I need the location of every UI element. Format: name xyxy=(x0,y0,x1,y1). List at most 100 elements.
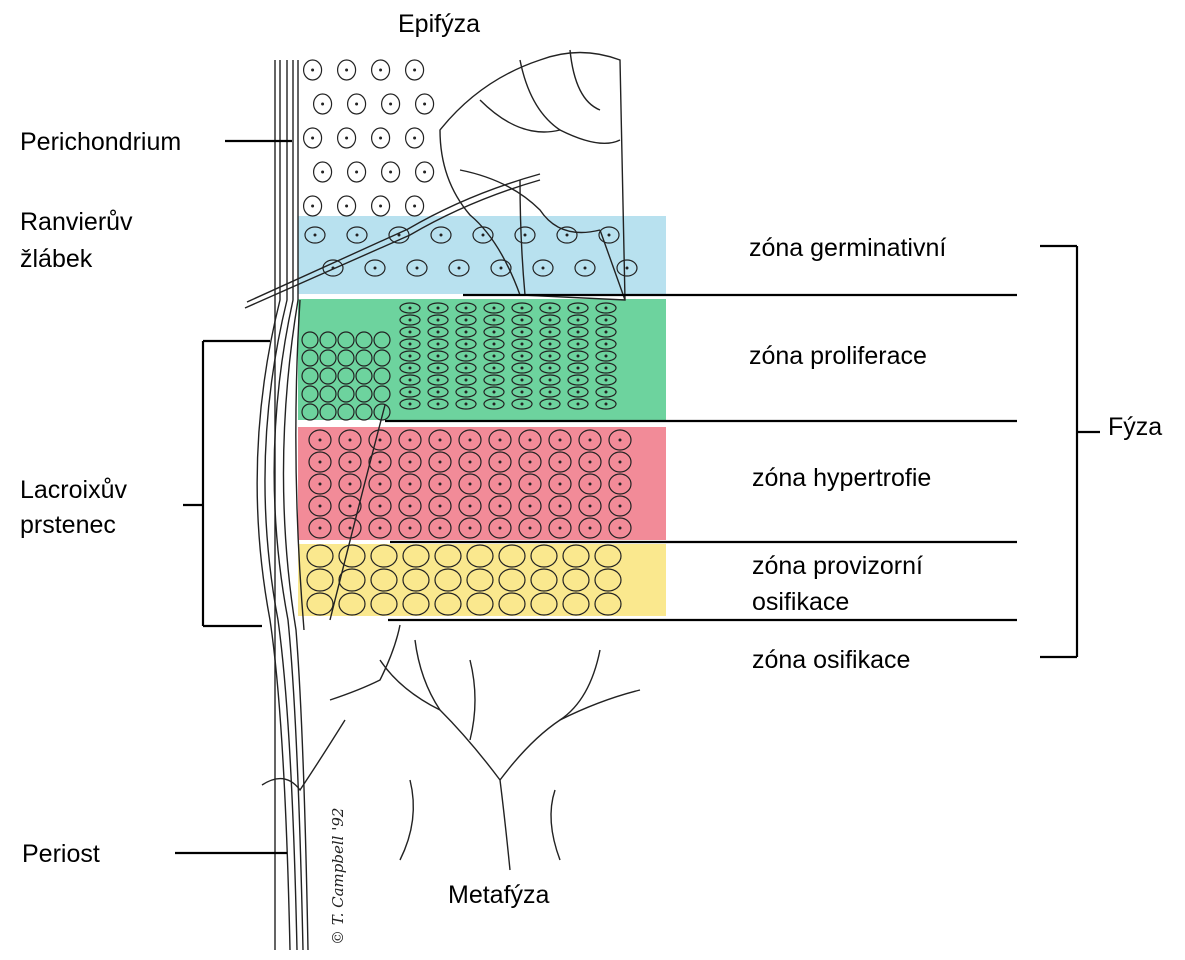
cell-nucleus xyxy=(521,379,524,382)
cell-nucleus xyxy=(521,367,524,370)
cell-nucleus xyxy=(499,483,502,486)
cell-nucleus xyxy=(559,439,562,442)
cell-nucleus xyxy=(311,205,314,208)
cell-nucleus xyxy=(589,483,592,486)
cell-nucleus xyxy=(409,505,412,508)
perichondrium-label: Perichondrium xyxy=(20,128,181,156)
cell-nucleus xyxy=(465,403,468,406)
cell-nucleus xyxy=(409,307,412,310)
zone-label-ossification: zóna osifikace xyxy=(752,646,910,674)
cell-nucleus xyxy=(409,343,412,346)
cell-nucleus xyxy=(521,343,524,346)
cell-nucleus xyxy=(493,367,496,370)
cell-nucleus xyxy=(619,483,622,486)
cell-nucleus xyxy=(529,505,532,508)
cell-nucleus xyxy=(559,461,562,464)
cell-nucleus xyxy=(349,505,352,508)
cell-nucleus xyxy=(437,367,440,370)
zone-band-proliferation xyxy=(298,299,666,420)
cell-nucleus xyxy=(465,355,468,358)
cell-nucleus xyxy=(398,234,401,237)
cell-nucleus xyxy=(521,331,524,334)
cell-nucleus xyxy=(605,403,608,406)
cell-nucleus xyxy=(529,483,532,486)
cell-nucleus xyxy=(469,527,472,530)
cell-nucleus xyxy=(577,307,580,310)
cell-nucleus xyxy=(440,234,443,237)
cell-nucleus xyxy=(469,505,472,508)
cell-nucleus xyxy=(321,171,324,174)
zone-label-hypertrophy: zóna hypertrofie xyxy=(752,464,931,492)
cell-nucleus xyxy=(465,319,468,322)
cell-nucleus xyxy=(521,355,524,358)
cell-nucleus xyxy=(374,267,377,270)
cell-nucleus xyxy=(549,343,552,346)
cell-nucleus xyxy=(437,391,440,394)
cell-nucleus xyxy=(413,137,416,140)
cell-nucleus xyxy=(605,379,608,382)
cell-nucleus xyxy=(619,527,622,530)
physis-bracket xyxy=(1040,246,1100,657)
cell-nucleus xyxy=(469,461,472,464)
physis-label: Fýza xyxy=(1108,413,1162,441)
cell-nucleus xyxy=(319,439,322,442)
cell-nucleus xyxy=(379,527,382,530)
cell-nucleus xyxy=(493,331,496,334)
epiphysis-label: Epifýza xyxy=(398,10,480,38)
metaphysis-vessels xyxy=(330,625,640,870)
cell-nucleus xyxy=(605,355,608,358)
cell-nucleus xyxy=(409,483,412,486)
cell-nucleus xyxy=(389,171,392,174)
cell-nucleus xyxy=(493,355,496,358)
cell-nucleus xyxy=(345,205,348,208)
cell-nucleus xyxy=(345,137,348,140)
cell-nucleus xyxy=(423,103,426,106)
cell-nucleus xyxy=(549,403,552,406)
cell-nucleus xyxy=(465,307,468,310)
cell-nucleus xyxy=(605,331,608,334)
cell-nucleus xyxy=(349,483,352,486)
cell-nucleus xyxy=(379,483,382,486)
cell-nucleus xyxy=(439,527,442,530)
cell-nucleus xyxy=(465,379,468,382)
cell-nucleus xyxy=(608,234,611,237)
cell-nucleus xyxy=(379,461,382,464)
cell-nucleus xyxy=(605,307,608,310)
cell-nucleus xyxy=(605,319,608,322)
ranvier-label-line2: žlábek xyxy=(20,245,93,273)
cell-nucleus xyxy=(409,331,412,334)
cell-nucleus xyxy=(521,319,524,322)
cell-nucleus xyxy=(409,367,412,370)
cell-nucleus xyxy=(529,527,532,530)
cell-nucleus xyxy=(549,307,552,310)
cell-nucleus xyxy=(482,234,485,237)
cell-nucleus xyxy=(413,69,416,72)
cell-nucleus xyxy=(356,234,359,237)
cell-nucleus xyxy=(493,319,496,322)
cell-nucleus xyxy=(439,461,442,464)
cell-nucleus xyxy=(619,505,622,508)
ranvier-label-line1: Ranvierův xyxy=(20,208,133,236)
cell-nucleus xyxy=(437,379,440,382)
cell-nucleus xyxy=(409,527,412,530)
cell-nucleus xyxy=(549,367,552,370)
cell-nucleus xyxy=(379,69,382,72)
cell-nucleus xyxy=(379,439,382,442)
cell-nucleus xyxy=(584,267,587,270)
cell-nucleus xyxy=(521,307,524,310)
cell-nucleus xyxy=(321,103,324,106)
cell-nucleus xyxy=(465,343,468,346)
artist-signature: © T. Campbell '92 xyxy=(329,808,347,945)
cell-nucleus xyxy=(499,461,502,464)
lacroix-label-line2: prstenec xyxy=(20,511,116,539)
cell-nucleus xyxy=(493,379,496,382)
lacroix-label-line1: Lacroixův xyxy=(20,476,127,504)
cell-nucleus xyxy=(549,331,552,334)
cell-nucleus xyxy=(345,69,348,72)
cell-nucleus xyxy=(439,439,442,442)
cell-nucleus xyxy=(577,343,580,346)
cell-nucleus xyxy=(349,439,352,442)
cell-nucleus xyxy=(416,267,419,270)
cell-nucleus xyxy=(577,391,580,394)
